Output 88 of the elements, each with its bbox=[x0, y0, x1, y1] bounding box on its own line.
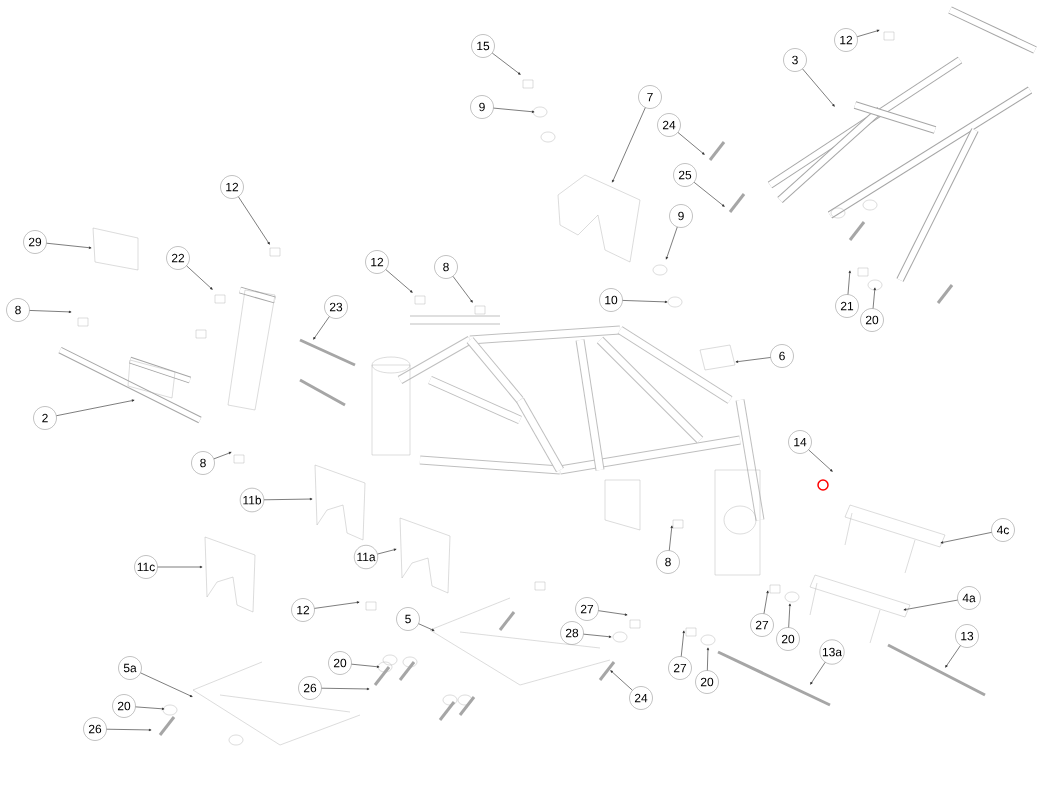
callout-number: 15 bbox=[471, 34, 495, 58]
leader-line bbox=[385, 269, 413, 293]
leader-line bbox=[856, 29, 880, 37]
leader-line bbox=[903, 599, 958, 611]
callout-number: 7 bbox=[638, 85, 662, 109]
leader-line bbox=[351, 663, 380, 668]
leader-line bbox=[314, 601, 360, 609]
callout-number: 20 bbox=[328, 651, 352, 675]
leader-line bbox=[186, 265, 213, 290]
leader-line bbox=[693, 182, 725, 207]
leader-line bbox=[583, 633, 612, 638]
callout-number: 3 bbox=[783, 48, 807, 72]
leader-line bbox=[706, 647, 710, 671]
callout-number: 11b bbox=[239, 487, 265, 513]
leader-line bbox=[492, 52, 521, 75]
callout-number: 5 bbox=[396, 607, 420, 631]
callout-number: 29 bbox=[23, 230, 47, 254]
callout-number: 4c bbox=[991, 518, 1015, 542]
callout-number: 28 bbox=[560, 621, 584, 645]
callout-number: 11c bbox=[134, 555, 158, 579]
callout-number: 13 bbox=[955, 624, 979, 648]
leader-line bbox=[677, 132, 705, 155]
leader-line bbox=[788, 603, 791, 628]
callout-number: 2 bbox=[33, 406, 57, 430]
leader-line bbox=[313, 316, 330, 340]
leader-line bbox=[802, 68, 835, 107]
leader-line bbox=[847, 270, 851, 295]
leader-line bbox=[665, 226, 678, 260]
callout-number: 26 bbox=[298, 676, 322, 700]
leader-line bbox=[321, 687, 370, 691]
callout-number: 25 bbox=[673, 163, 697, 187]
callout-number: 20 bbox=[112, 694, 136, 718]
callout-number: 24 bbox=[629, 686, 653, 710]
callout-number: 12 bbox=[834, 28, 858, 52]
callout-number: 23 bbox=[324, 295, 348, 319]
callout-number: 11a bbox=[354, 545, 378, 569]
callout-number: 10 bbox=[599, 288, 623, 312]
callout-number: 8 bbox=[434, 255, 458, 279]
leader-line bbox=[735, 357, 771, 363]
callout-number: 26 bbox=[83, 717, 107, 741]
callout-number: 9 bbox=[669, 204, 693, 228]
callout-number: 5a bbox=[118, 656, 142, 680]
callout-number: 27 bbox=[668, 656, 692, 680]
callout-number: 8 bbox=[656, 550, 680, 574]
leader-line bbox=[598, 610, 628, 616]
leader-line bbox=[680, 630, 685, 657]
callout-number: 9 bbox=[470, 95, 494, 119]
leader-line bbox=[945, 645, 961, 668]
leader-line bbox=[106, 728, 152, 732]
leader-line bbox=[493, 107, 535, 113]
leader-line bbox=[135, 706, 165, 710]
leader-line bbox=[418, 623, 435, 631]
leader-line bbox=[29, 310, 72, 314]
callout-number: 20 bbox=[776, 627, 800, 651]
callout-number: 21 bbox=[835, 294, 859, 318]
leader-line bbox=[872, 287, 876, 309]
leader-line bbox=[622, 300, 668, 304]
leader-line bbox=[140, 672, 193, 697]
leader-line bbox=[377, 548, 397, 555]
callout-number: 22 bbox=[166, 246, 190, 270]
callout-number: 13a bbox=[819, 639, 845, 665]
leader-line bbox=[763, 590, 769, 614]
callout-number: 6 bbox=[770, 344, 794, 368]
callout-number: 4a bbox=[957, 586, 981, 610]
leader-line bbox=[452, 276, 473, 303]
callout-number: 24 bbox=[657, 113, 681, 137]
leader-line bbox=[56, 399, 135, 416]
callout-number: 8 bbox=[6, 298, 30, 322]
leader-line bbox=[940, 532, 992, 544]
leader-line bbox=[238, 196, 270, 245]
callout-number: 20 bbox=[860, 308, 884, 332]
leader-line bbox=[610, 670, 633, 691]
leader-line bbox=[668, 525, 673, 551]
leader-line bbox=[213, 452, 232, 460]
leader-line bbox=[810, 662, 826, 685]
leader-line bbox=[612, 107, 646, 183]
callout-number: 27 bbox=[750, 613, 774, 637]
leader-line bbox=[46, 242, 92, 249]
callout-number: 8 bbox=[191, 451, 215, 475]
leader-line bbox=[157, 565, 203, 569]
callout-number: 14 bbox=[788, 430, 812, 454]
callout-number: 27 bbox=[575, 597, 599, 621]
leader-line bbox=[263, 497, 313, 501]
callout-number: 12 bbox=[220, 175, 244, 199]
callout-number: 12 bbox=[291, 598, 315, 622]
callout-number: 20 bbox=[695, 670, 719, 694]
callout-number: 12 bbox=[365, 250, 389, 274]
leader-line bbox=[808, 449, 833, 472]
